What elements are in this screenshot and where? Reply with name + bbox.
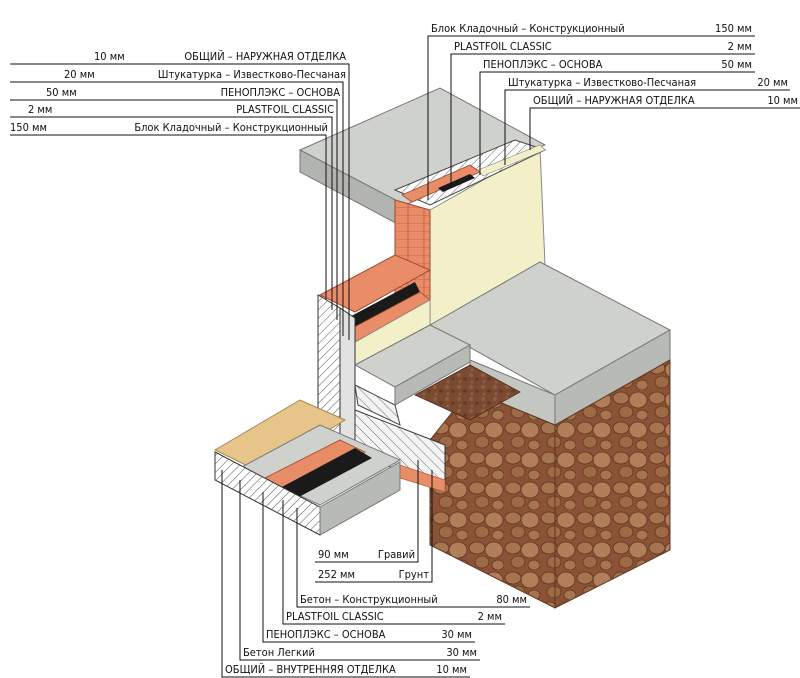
wall-right-4-text: ОБЩИЙ – НАРУЖНАЯ ОТДЕЛКА [533,94,695,107]
wall-left-2-text: ПЕНОПЛЭКС – ОСНОВА [221,86,341,99]
floor-4-thickness: 10 мм [436,663,467,676]
wall-left-0-thickness: 10 мм [94,50,125,63]
floor-finish-top [213,399,347,473]
ground-0-text: Гравий [378,548,415,561]
mid-wall-insulation [340,282,420,332]
gravel-strip [414,364,521,421]
leader-lines [10,35,800,678]
wall-left-4-thickness: 150 мм [10,121,47,134]
foundation-step [353,324,472,493]
wall-right-2-text: ПЕНОПЛЭКС – ОСНОВА [483,58,603,71]
wall-top-insulation [438,174,475,192]
floor-insulation-strip [280,448,372,498]
floor-3-text: Бетон Легкий [243,646,315,659]
floor-2-text: ПЕНОПЛЭКС – ОСНОВА [266,628,386,641]
floor-slab-front [319,461,401,536]
wall-left-3-text: PLASTFOIL CLASSIC [236,103,334,116]
wall-left-labels: 10 мм ОБЩИЙ – НАРУЖНАЯ ОТДЕЛКА 20 мм Шту… [10,50,346,134]
floor-2-thickness: 30 мм [441,628,472,641]
wall-top-plaster [477,144,546,177]
wall-right-4-thickness: 10 мм [767,94,798,107]
floor-1-text: PLASTFOIL CLASSIC [286,610,384,623]
wall-right-2-thickness: 50 мм [721,58,752,71]
wall-left-4-text: Блок Кладочный – Конструкционный [134,121,328,134]
wall-left-0-text: ОБЩИЙ – НАРУЖНАЯ ОТДЕЛКА [184,50,346,63]
floor-slab [213,399,402,536]
floor-1-thickness: 2 мм [478,610,502,623]
wall-right-3-thickness: 20 мм [757,76,788,89]
wall-right-0-thickness: 150 мм [715,22,752,35]
wall-left-3-thickness: 2 мм [28,103,52,116]
wall-section-face [339,307,356,446]
upper-wall [393,139,547,326]
wall-vertical-section [317,294,356,446]
wall-right-1-thickness: 2 мм [728,40,752,53]
wall-right-labels: Блок Кладочный – Конструкционный 150 мм … [431,22,798,107]
foundation-block [414,261,672,609]
ground-labels: 90 мм Гравий 252 мм Грунт [318,548,429,581]
wall-left-1-thickness: 20 мм [64,68,95,81]
step-front [394,344,471,406]
ground-1-text: Грунт [399,568,430,581]
wall-right-3-text: Штукатурка – Известково-Песчаная [508,76,696,89]
wall-right-1-text: PLASTFOIL CLASSIC [454,40,552,53]
wall-left-2-thickness: 50 мм [46,86,77,99]
wall-left-1-text: Штукатурка – Известково-Песчаная [158,68,346,81]
gravel-section [354,384,401,426]
ground-0-thickness: 90 мм [318,548,349,561]
floor-4-text: ОБЩИЙ – ВНУТРЕННЯЯ ОТДЕЛКА [225,663,396,676]
floor-0-text: Бетон – Конструкционный [300,593,438,606]
wall-right-0-text: Блок Кладочный – Конструкционный [431,22,625,35]
soil-left [429,389,556,609]
ground-1-thickness: 252 мм [318,568,355,581]
floor-0-thickness: 80 мм [496,593,527,606]
floor-3-thickness: 30 мм [446,646,477,659]
floor-labels: Бетон – Конструкционный 80 мм PLASTFOIL … [225,593,527,676]
